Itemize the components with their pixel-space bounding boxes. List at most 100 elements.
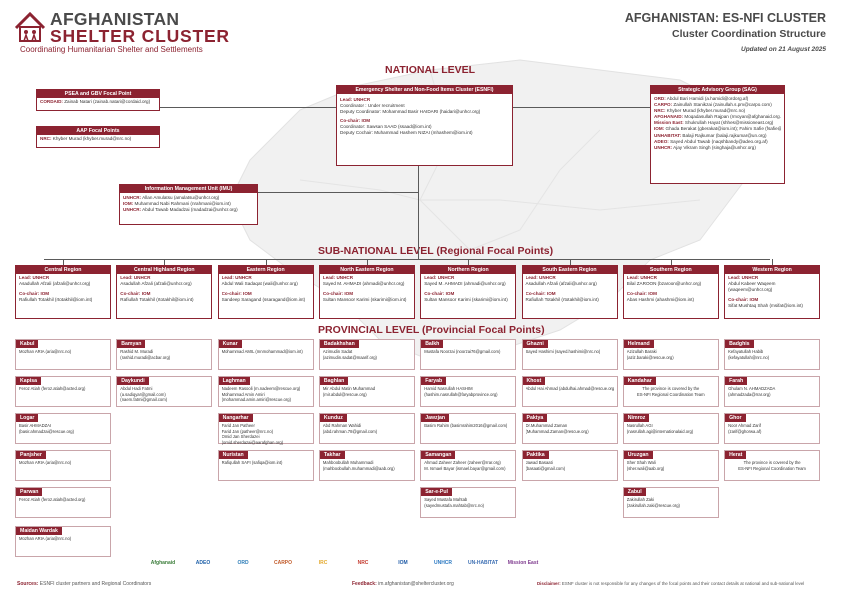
partner-logo: ADEO <box>195 560 211 566</box>
province-contact-line: Azizullah Baraki <box>626 349 657 354</box>
sag-item-contact: Balaji Rajkumar (balaji.rajkumar@un.org) <box>682 132 767 138</box>
psea-contact: Zainab Natari (zainab.natari@cordaid.org… <box>64 99 151 104</box>
region-name: Southern Region <box>623 266 718 274</box>
province-contacts: Abdul Hai Ahmad (abdulhai.ahmad@rescue.o… <box>523 385 617 393</box>
province-contacts: Hamid Nasrullah HASHIM(hashim.nasrullah@… <box>421 385 515 398</box>
sag-item-org: IOM: <box>654 126 665 132</box>
psea-title: PSEA and GBV Focal Point <box>37 90 159 98</box>
esnfi-cochair-line: Deputy Cochair: Muhammad Hashem NIZAI (m… <box>340 130 473 136</box>
region-name: South Eastern Region <box>522 266 617 274</box>
region-cochair-contact: Sandeep Saragand (ssaragand@iom.int) <box>221 297 306 303</box>
imu-title: Information Management Unit (IMU) <box>120 185 257 193</box>
region-lead: Lead: UNHCR <box>627 275 715 281</box>
region-cochair-org: IOM <box>648 291 657 297</box>
province-contacts: Rafiqullah SAFI (safiqa@iom.int) <box>219 459 313 467</box>
province-name: Nangarhar <box>218 414 253 422</box>
province-contacts: Sayed Hashimi (sayed.hashimi@nrc.no) <box>523 348 617 356</box>
province-contacts: Zakirullah Zaki(zakirullah.zaki@rescue.o… <box>624 496 718 509</box>
sag-item: IOM: Ghada Berakat (gberakat@iom.int); F… <box>654 126 781 132</box>
province-contacts: Kefayatullah Habib(kefayatullah@nrc.no) <box>725 348 819 361</box>
feedback-link[interactable]: im.afghanistan@sheltercluster.org <box>378 581 454 587</box>
connector-region <box>468 259 470 265</box>
province-contacts: Basir AHMADZAI(basir.ahmadzai@rescue.org… <box>16 422 110 435</box>
province-name: Paktika <box>522 451 549 459</box>
region-cochair-org: IOM <box>445 291 455 297</box>
province-name: Ghor <box>725 414 746 422</box>
province-contact-line: Nasrullah AGI <box>626 423 653 428</box>
connector-region <box>366 259 368 265</box>
province-contact-line: (nasrullah.agi@internationalaid.org) <box>626 428 694 434</box>
province-name: Farah <box>725 377 748 385</box>
esnfi-cochair-label: Co-chair: <box>340 118 361 124</box>
province-contact-line: Farid Jan (patheer@nrc.no) <box>221 428 274 434</box>
region-lead: Lead: UNHCR <box>526 275 614 281</box>
province-contact-line: (kefayatullah@nrc.no) <box>728 354 770 360</box>
province-name: Paktya <box>522 414 548 422</box>
region-lead-contact: Asadullah Afzali (afzali@unhcr.org) <box>19 281 91 287</box>
region-cochair-label: Co-chair: <box>626 291 647 297</box>
province-name: Faryab <box>421 377 447 385</box>
region-cochair-label: Co-chair: <box>120 291 141 297</box>
region-name: Central Highland Region <box>117 266 212 274</box>
sag-item: ORD: Abdul Bari Hamidi (a.hamidi@ordorg.… <box>654 96 781 102</box>
partner-logo: Afghanaid <box>150 560 176 566</box>
region-cochair-label: Co-chair: <box>19 291 40 297</box>
province-contact-line: ES-NFI Regional Coordination Team <box>636 391 705 397</box>
province-contacts: Noor Ahmad Zarif(zarif@ghorwa.af) <box>725 422 819 435</box>
aap-org: NRC: <box>40 136 52 141</box>
sag-item: CARPO: Zainullah Stanikzai (zainullah.s.… <box>654 102 781 108</box>
imu-item-org: UNHCR: <box>123 195 142 200</box>
province-contact-line: (aziz.baraki@rescue.org) <box>626 354 674 360</box>
province-contacts: Ahmad Zaheer Zaheer (zaheer@rrar.org)M. … <box>421 459 515 472</box>
sag-item-contact: Shukrullah Hayat (shhes@missioneast.org) <box>684 120 774 126</box>
province-contact-line: Kefayatullah Habib <box>728 349 764 354</box>
province-contact-line: Abd Rahman Wahidi <box>322 423 362 428</box>
region-cochair: Co-chair: IOM <box>627 291 715 297</box>
province-contact-line: (omid.sherdazai@aarafghan.org) <box>221 439 284 445</box>
province-contact-line: Nadeem Rasooli (m.nadeem@rescue.org) <box>221 386 301 391</box>
province-contact-line: Mustafa Noorzai (noorzai76@gmail.com) <box>424 349 501 354</box>
province-contacts: Mir Abdul Matin Muhammad(mir.abdul@rescu… <box>320 385 414 398</box>
province-contacts: Dr.Muhammad Zaman(Muhammad.Zaman@rescue.… <box>523 422 617 435</box>
region-cochair-contact: Rafiullah Totakhil (rtotakhil@iom.int) <box>19 297 93 303</box>
connector-region <box>670 259 672 265</box>
region-lead-org: UNHCR <box>437 275 455 280</box>
aap-box: AAP Focal Points NRC: Khyber Murad (khyb… <box>36 126 160 148</box>
province-contact-line: (mahboobullah.muhammadi@aab.org) <box>322 465 395 471</box>
sag-item: UNHABITAT: Balaji Rajkumar (balaji.rajku… <box>654 133 781 139</box>
esnfi-cluster-box: Emergency Shelter and Non-Food Items Clu… <box>336 85 513 166</box>
connector-imu <box>258 192 418 193</box>
province-contacts: Mozhan ARIA (aria@nrc.no) <box>16 459 110 467</box>
province-contact-line: Noor Ahmad Zarif <box>728 423 761 428</box>
province-contact-line: Rafiqullah SAFI (safiqa@iom.int) <box>221 460 283 465</box>
connector-region <box>164 259 166 265</box>
province-name: Sar-e-Pul <box>421 488 452 496</box>
region-lead-org: UNHCR <box>32 275 50 280</box>
region-cochair: Co-chair: IOM <box>728 297 816 303</box>
region-lead-org: UNHCR <box>640 275 657 280</box>
region-cochair-label: Co-chair: <box>525 291 546 297</box>
partner-logo: CARPO <box>273 560 293 566</box>
sag-item: UNHCR: Ajay Vikram Singh (singhaja@unhcr… <box>654 145 781 151</box>
province-contact-line: Sher Shah Wali <box>626 460 656 465</box>
imu-item-org: IOM: <box>123 201 134 207</box>
